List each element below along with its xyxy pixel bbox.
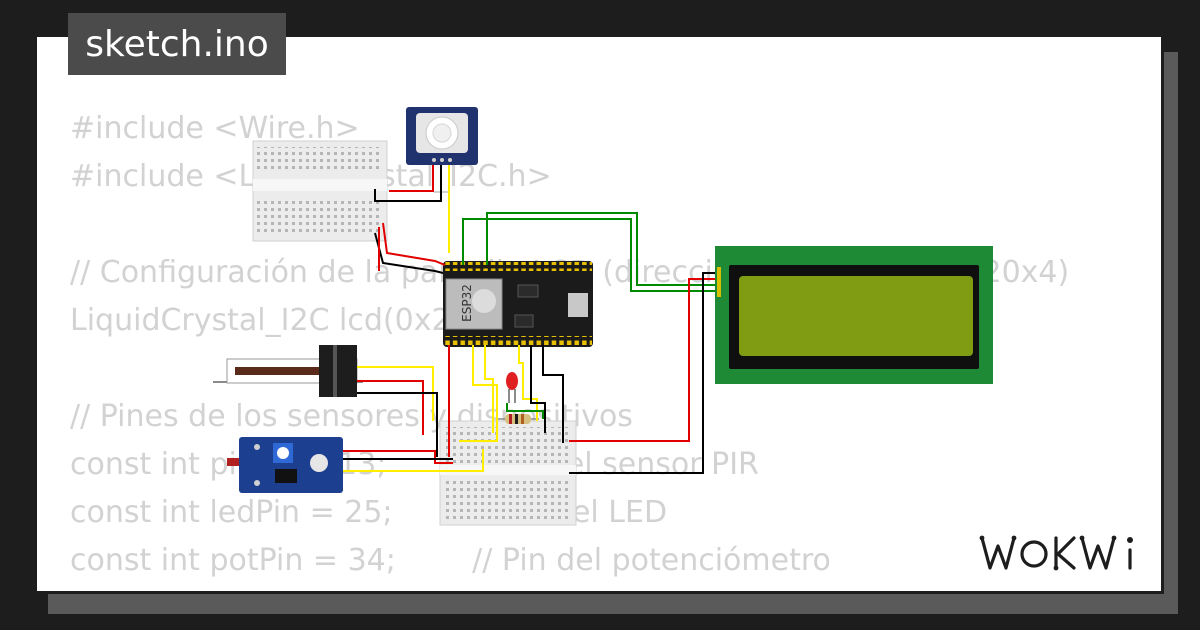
- ldr-module-icon: [227, 437, 343, 493]
- code-line: const int potPin = 34; // Pin del potenc…: [70, 543, 831, 578]
- potentiometer-icon: [213, 345, 363, 397]
- breadboard-icon: [252, 140, 388, 242]
- resistor-icon: [497, 414, 539, 424]
- sketch-title: sketch.ino: [68, 13, 286, 75]
- led-icon: [506, 372, 518, 403]
- lcd-display-icon: [715, 246, 993, 384]
- esp32-label: ESP32: [460, 284, 474, 322]
- esp32-board-icon: ESP32: [443, 261, 593, 347]
- preview-card: #include <Wire.h>#include <LiquidCrystal…: [34, 34, 1164, 594]
- wires: [343, 165, 715, 474]
- code-line: #include <Wire.h>: [70, 111, 360, 146]
- wokwi-logo-icon: [979, 535, 1133, 571]
- code-line: // Pines de los sensores y dispositivos: [70, 399, 633, 434]
- pir-sensor-icon: [406, 107, 478, 165]
- circuit-diagram: ESP32: [213, 107, 993, 526]
- breadboard-icon: [439, 420, 577, 526]
